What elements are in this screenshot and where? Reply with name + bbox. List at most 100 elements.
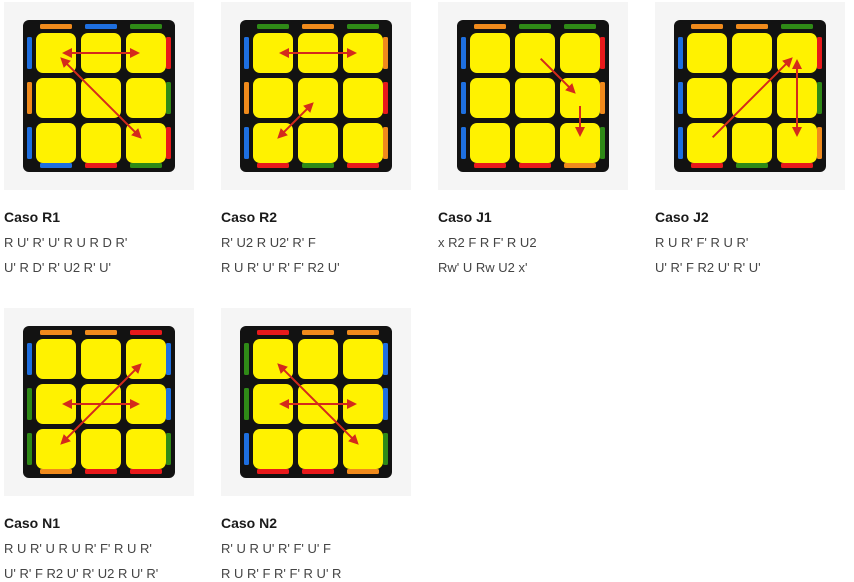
cube-thumbnail (4, 2, 194, 190)
side-sticker-bottom (130, 469, 162, 474)
side-sticker-top (130, 330, 162, 335)
side-sticker-left (461, 127, 466, 159)
top-sticker (687, 78, 727, 118)
side-sticker-top (302, 24, 334, 29)
side-sticker-right (817, 127, 822, 159)
case-title: Caso J1 (438, 209, 492, 225)
cube-thumbnail (221, 2, 411, 190)
side-sticker-left (678, 82, 683, 114)
side-sticker-bottom (302, 163, 334, 168)
side-sticker-left (27, 433, 32, 465)
algorithm-alternative: U' R' F R2 U' R' U' (655, 260, 761, 275)
side-sticker-right (166, 433, 171, 465)
cube-diagram (457, 20, 609, 172)
side-sticker-top (347, 24, 379, 29)
algorithm-alternative: R U R' U' R' F' R2 U' (221, 260, 340, 275)
side-sticker-top (130, 24, 162, 29)
top-sticker (81, 123, 121, 163)
algorithm-primary: R' U2 R U2' R' F (221, 235, 316, 250)
side-sticker-right (600, 37, 605, 69)
swap-arrow (277, 363, 359, 445)
side-sticker-bottom (85, 163, 117, 168)
side-sticker-right (166, 37, 171, 69)
cube-diagram (240, 326, 392, 478)
top-sticker (343, 123, 383, 163)
side-sticker-top (519, 24, 551, 29)
side-sticker-bottom (40, 163, 72, 168)
side-sticker-bottom (302, 469, 334, 474)
side-sticker-bottom (519, 163, 551, 168)
case-title: Caso N2 (221, 515, 278, 531)
swap-arrow (539, 57, 576, 94)
side-sticker-left (244, 388, 249, 420)
top-sticker (253, 78, 293, 118)
case-title: Caso N1 (4, 515, 61, 531)
algorithm-alternative: Rw' U Rw U2 x' (438, 260, 528, 275)
top-sticker (36, 123, 76, 163)
side-sticker-bottom (736, 163, 768, 168)
top-sticker (36, 339, 76, 379)
side-sticker-top (85, 330, 117, 335)
top-sticker (560, 123, 600, 163)
top-sticker (515, 123, 555, 163)
top-sticker (470, 78, 510, 118)
top-sticker (560, 33, 600, 73)
algorithm-primary: R' U R U' R' F' U' F (221, 541, 331, 556)
swap-arrow (60, 57, 142, 139)
algorithm-primary: R U' R' U' R U R D R' (4, 235, 128, 250)
side-sticker-bottom (781, 163, 813, 168)
algorithm-alternative: R U R' F R' F' R U' R (221, 566, 342, 581)
cube-thumbnail (4, 308, 194, 496)
side-sticker-left (461, 82, 466, 114)
side-sticker-left (244, 127, 249, 159)
top-sticker (687, 33, 727, 73)
algorithm-primary: R U R' F' R U R' (655, 235, 749, 250)
side-sticker-right (817, 82, 822, 114)
side-sticker-left (678, 37, 683, 69)
top-sticker (777, 123, 817, 163)
cube-diagram (23, 326, 175, 478)
case-title: Caso R1 (4, 209, 61, 225)
top-sticker (515, 78, 555, 118)
algorithm-primary: x R2 F R F' R U2 (438, 235, 537, 250)
side-sticker-left (244, 343, 249, 375)
side-sticker-bottom (347, 469, 379, 474)
side-sticker-right (166, 127, 171, 159)
case-title: Caso J2 (655, 209, 709, 225)
cube-thumbnail (438, 2, 628, 190)
side-sticker-top (257, 330, 289, 335)
side-sticker-top (691, 24, 723, 29)
top-sticker (36, 78, 76, 118)
swap-arrow (277, 102, 314, 139)
swap-arrow (60, 363, 142, 445)
side-sticker-right (383, 433, 388, 465)
top-sticker (343, 78, 383, 118)
side-sticker-bottom (474, 163, 506, 168)
side-sticker-right (166, 82, 171, 114)
top-sticker (126, 429, 166, 469)
top-sticker (732, 33, 772, 73)
top-sticker (343, 33, 383, 73)
side-sticker-bottom (564, 163, 596, 168)
top-sticker (81, 339, 121, 379)
side-sticker-left (27, 343, 32, 375)
side-sticker-left (244, 82, 249, 114)
side-sticker-bottom (85, 469, 117, 474)
side-sticker-top (474, 24, 506, 29)
side-sticker-top (736, 24, 768, 29)
side-sticker-right (383, 127, 388, 159)
top-sticker (298, 123, 338, 163)
top-sticker (343, 339, 383, 379)
side-sticker-left (27, 37, 32, 69)
side-sticker-bottom (130, 163, 162, 168)
cube-thumbnail (221, 308, 411, 496)
cube-thumbnail (655, 2, 845, 190)
side-sticker-left (27, 82, 32, 114)
side-sticker-bottom (257, 469, 289, 474)
side-sticker-top (40, 330, 72, 335)
side-sticker-right (383, 82, 388, 114)
side-sticker-left (27, 127, 32, 159)
top-sticker (81, 429, 121, 469)
top-sticker (470, 33, 510, 73)
side-sticker-right (817, 37, 822, 69)
